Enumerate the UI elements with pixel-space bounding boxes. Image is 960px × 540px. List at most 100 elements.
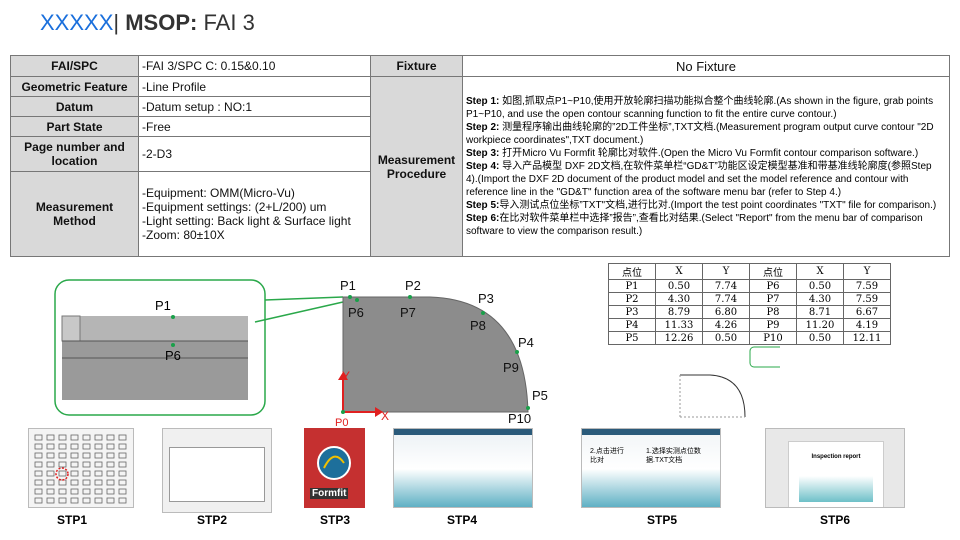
points-cell: 8.79 bbox=[655, 305, 703, 319]
page-location-value: -2-D3 bbox=[138, 136, 371, 172]
fixture-label: Fixture bbox=[370, 55, 463, 77]
step-text: 测量程序输出曲线轮廓的”2D工件坐标”,TXT文档.(Measurement p… bbox=[466, 122, 934, 146]
points-cell: 6.67 bbox=[843, 305, 891, 319]
profile-diagram: P1 P6 P1 P2 P3 P4 P5 P6 P7 P8 P9 P10 P0 … bbox=[54, 278, 548, 429]
points-cell: 0.50 bbox=[796, 331, 844, 345]
points-cell: P5 bbox=[608, 331, 656, 345]
label-p7: P7 bbox=[400, 305, 416, 320]
procedure-steps: Step 1: 如图,抓取点P1~P10,使用开放轮廓扫描功能拟合整个曲线轮廓.… bbox=[462, 76, 950, 257]
label-p10: P10 bbox=[508, 411, 531, 426]
axis-y-label: Y bbox=[342, 369, 350, 383]
points-cell: 0.50 bbox=[655, 279, 703, 293]
step-1: Step 1: 如图,抓取点P1~P10,使用开放轮廓扫描功能拟合整个曲线轮廓.… bbox=[466, 95, 946, 121]
spec-table: FAI/SPC -FAI 3/SPC C: 0.15&0.10 Fixture … bbox=[10, 55, 950, 257]
points-cell: P10 bbox=[749, 331, 797, 345]
step4-image bbox=[393, 428, 533, 508]
points-cell: 6.80 bbox=[702, 305, 750, 319]
fai-label: FAI 3 bbox=[197, 10, 255, 35]
step-key: Step 2: bbox=[466, 122, 500, 133]
step1-label: STP1 bbox=[56, 513, 87, 527]
label-p3: P3 bbox=[478, 291, 494, 306]
points-cell: 7.74 bbox=[702, 279, 750, 293]
zoom-label-p1: P1 bbox=[155, 298, 171, 313]
step-3: Step 3: 打开Micro Vu Formfit 轮廓比对软件.(Open … bbox=[466, 147, 946, 160]
points-cell: P1 bbox=[608, 279, 656, 293]
method-label: Measurement Method bbox=[10, 171, 139, 257]
datum-label: Datum bbox=[10, 96, 139, 117]
step-text: 打开Micro Vu Formfit 轮廓比对软件.(Open the Micr… bbox=[499, 148, 919, 159]
label-p0: P0 bbox=[335, 417, 348, 429]
step6-label: STP6 bbox=[819, 513, 850, 527]
geometric-feature-value: -Line Profile bbox=[138, 76, 371, 97]
points-cell: 12.11 bbox=[843, 331, 891, 345]
points-cell: 4.30 bbox=[655, 292, 703, 306]
points-cell: P9 bbox=[749, 318, 797, 332]
part-state-value: -Free bbox=[138, 116, 371, 137]
points-cell: 7.59 bbox=[843, 279, 891, 293]
points-cell: 4.19 bbox=[843, 318, 891, 332]
step3-label: STP3 bbox=[319, 513, 350, 527]
step2-image bbox=[162, 428, 272, 513]
step-key: Step 1: bbox=[466, 96, 500, 107]
label-p2: P2 bbox=[405, 278, 421, 293]
step4-label: STP4 bbox=[446, 513, 477, 527]
page-title: XXXXX| MSOP: FAI 3 bbox=[40, 10, 255, 36]
drawing-thumbnail bbox=[679, 346, 780, 418]
step-key: Step 3: bbox=[466, 148, 500, 159]
label-p8: P8 bbox=[470, 318, 486, 333]
step5-image: 2.点击进行比对 1.选择实测点位数据.TXT文档 bbox=[581, 428, 721, 508]
th: 点位 bbox=[749, 263, 797, 280]
geometric-feature-label: Geometric Feature bbox=[10, 76, 139, 97]
method-line: -Equipment settings: (2+L/200) um bbox=[142, 200, 327, 214]
th: Y bbox=[843, 263, 891, 280]
method-value: -Equipment: OMM(Micro-Vu) -Equipment set… bbox=[138, 171, 371, 257]
method-line: -Light setting: Back light & Surface lig… bbox=[142, 214, 351, 228]
th: X bbox=[655, 263, 703, 280]
step-key: Step 5: bbox=[466, 200, 500, 211]
part-profile bbox=[342, 296, 529, 413]
fai-spc-value: -FAI 3/SPC C: 0.15&0.10 bbox=[138, 55, 371, 77]
stp5-note-1: 2.点击进行比对 bbox=[590, 448, 624, 464]
step-4: Step 4: 导入产品模型 DXF 2D文档,在软件菜单栏“GD&T”功能区设… bbox=[466, 160, 946, 199]
points-cell: P6 bbox=[749, 279, 797, 293]
fixture-value: No Fixture bbox=[462, 55, 950, 77]
method-line: -Equipment: OMM(Micro-Vu) bbox=[142, 186, 295, 200]
label-p1: P1 bbox=[340, 278, 356, 293]
step-key: Step 4: bbox=[466, 161, 500, 172]
points-cell: 0.50 bbox=[702, 331, 750, 345]
points-cell: P4 bbox=[608, 318, 656, 332]
step-6: Step 6:在比对软件菜单栏中选择”报告”,查看比对结果.(Select "R… bbox=[466, 212, 946, 238]
step-key: Step 6: bbox=[466, 213, 500, 224]
report-title: Inspection report bbox=[811, 454, 861, 460]
points-cell: P8 bbox=[749, 305, 797, 319]
step2-label: STP2 bbox=[196, 513, 227, 527]
points-cell: P3 bbox=[608, 305, 656, 319]
page-location-label: Page number and location bbox=[10, 136, 139, 172]
points-cell: 4.26 bbox=[702, 318, 750, 332]
label-p6: P6 bbox=[348, 305, 364, 320]
brand: XXXXX bbox=[40, 10, 114, 35]
step-5: Step 5:导入测试点位坐标”TXT"文档,进行比对.(Import the … bbox=[466, 199, 946, 212]
points-cell: 0.50 bbox=[796, 279, 844, 293]
th: X bbox=[796, 263, 844, 280]
stp5-note-2: 1.选择实测点位数据.TXT文档 bbox=[646, 448, 701, 464]
msop-label: MSOP: bbox=[125, 10, 198, 35]
procedure-label: Measurement Procedure bbox=[370, 76, 463, 257]
datum-value: -Datum setup : NO:1 bbox=[138, 96, 371, 117]
step-text: 导入测试点位坐标”TXT"文档,进行比对.(Import the test po… bbox=[499, 200, 937, 211]
points-cell: 7.59 bbox=[843, 292, 891, 306]
points-cell: 7.74 bbox=[702, 292, 750, 306]
fai-spc-label: FAI/SPC bbox=[10, 55, 139, 77]
points-cell: P2 bbox=[608, 292, 656, 306]
axis-x-label: X bbox=[381, 409, 389, 423]
step-2: Step 2: 测量程序输出曲线轮廓的”2D工件坐标”,TXT文档.(Measu… bbox=[466, 121, 946, 147]
step1-image bbox=[28, 428, 134, 508]
step5-label: STP5 bbox=[646, 513, 677, 527]
step-text: 如图,抓取点P1~P10,使用开放轮廓扫描功能拟合整个曲线轮廓.(As show… bbox=[466, 96, 934, 120]
label-p9: P9 bbox=[503, 360, 519, 375]
